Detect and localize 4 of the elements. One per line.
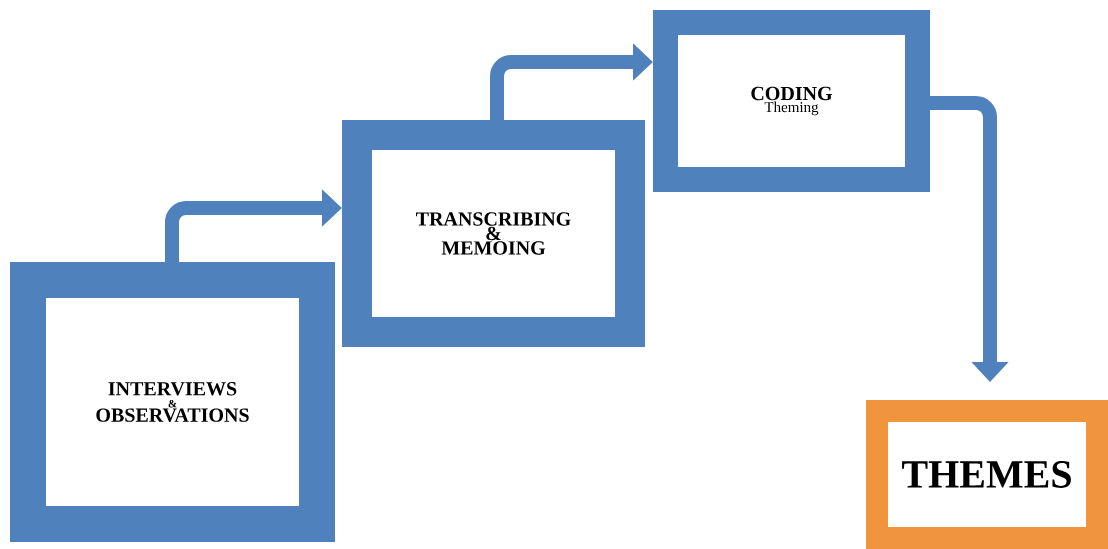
result-box: THEMES (866, 400, 1108, 549)
stage-box: TRANSCRIBING & MEMOING (342, 120, 645, 347)
stage-box: CODING Theming (653, 10, 930, 192)
stage-box: INTERVIEWS & OBSERVATIONS (10, 262, 335, 542)
